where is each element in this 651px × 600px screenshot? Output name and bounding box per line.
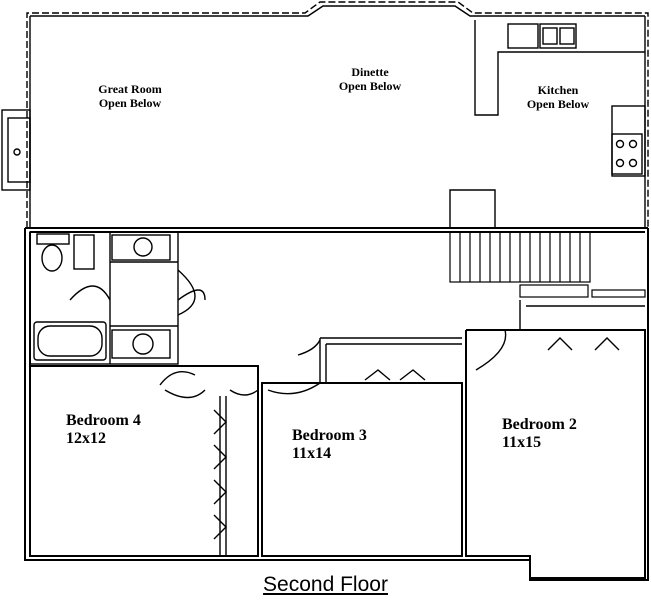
bedroom-3-walls [261, 382, 463, 557]
bedroom-3-size: 11x14 [292, 445, 332, 463]
dinette-name: Dinette [351, 65, 389, 79]
kitchen-name: Kitchen [537, 83, 579, 97]
great-room-note: Open Below [98, 95, 162, 110]
hall-doors [159, 269, 196, 386]
bedroom-3-closet [267, 337, 462, 395]
floor-title-text: Second Floor [263, 573, 388, 596]
fireplace [1, 109, 31, 191]
bedroom-2-closet [475, 300, 645, 371]
bedroom-3-label: Bedroom 3 11x14 [292, 427, 422, 464]
dinette-label: Dinette Open Below [322, 65, 418, 94]
bedroom-4-closet [164, 389, 259, 556]
bedroom-3-name: Bedroom 3 [292, 427, 367, 444]
bathroom [29, 231, 206, 365]
dinette-note: Open Below [338, 78, 402, 93]
floor-title: Second Floor [0, 573, 651, 597]
bedroom-2-name: Bedroom 2 [502, 416, 577, 433]
great-room-label: Great Room Open Below [82, 82, 178, 111]
second-floor-walls [24, 227, 649, 581]
kitchen-label: Kitchen Open Below [510, 83, 606, 112]
bedroom-4-name: Bedroom 4 [66, 412, 141, 429]
kitchen-note: Open Below [526, 96, 590, 111]
bedroom-2-walls [465, 329, 646, 579]
bedroom-4-label: Bedroom 4 12x12 [66, 412, 196, 449]
bedroom-4-size: 12x12 [66, 430, 106, 448]
stairway [449, 231, 646, 298]
bedroom-2-size: 11x15 [502, 434, 542, 452]
great-room-name: Great Room [98, 82, 162, 96]
open-below-outline [26, 1, 649, 229]
bedroom-4-walls [29, 365, 259, 557]
bedroom-2-label: Bedroom 2 11x15 [502, 416, 632, 453]
upper-solid-walls [29, 5, 646, 228]
kitchen-counters [449, 20, 646, 228]
